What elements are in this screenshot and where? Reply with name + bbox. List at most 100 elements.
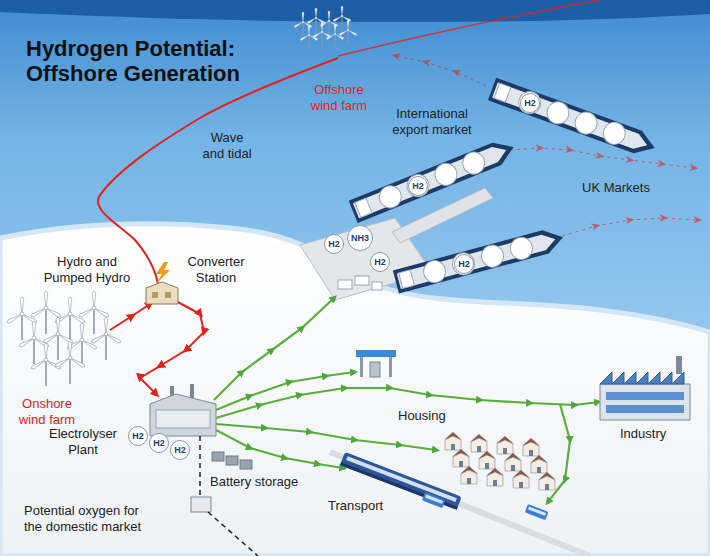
export-route [510,148,694,168]
lng-ship [479,243,506,270]
tank-node: H2 [128,426,148,446]
tank-label: H2 [132,432,144,441]
onshore-wind-farm [90,317,121,360]
housing-estate [530,455,548,473]
power-cable [110,304,150,330]
housing-estate [444,432,556,490]
lng-ship [349,136,518,223]
converter-station [152,292,158,298]
tank-node: H2 [324,234,344,254]
oxygen-line [191,497,211,512]
lng-ship [376,183,405,212]
battery-storage [212,452,224,461]
label-box: Hydro and Pumped Hydro [38,254,136,285]
oxygen-line [191,436,258,556]
tank-label: H2 [174,446,186,455]
lng-ship [508,235,535,262]
label-box: International export market [384,106,480,137]
callout-label: Converter Station [180,254,252,285]
port-quay [338,280,352,289]
offshore-wind-farm [294,6,358,51]
callout-label: Onshore wind farm [14,396,80,427]
fuel-station [356,350,396,377]
power-cable [140,300,204,394]
oxygen-line [199,436,201,497]
fuel-station [389,357,392,377]
housing-estate [522,438,540,456]
housing-estate [444,432,462,450]
export-route [562,218,698,236]
lng-ship [494,83,511,102]
fuel-station [356,350,396,357]
offshore-wind-farm [313,22,332,48]
label-box: UK Markets [582,180,650,196]
industry-building [606,392,684,400]
label-box: Transport [328,498,383,514]
lng-ship [459,149,488,178]
bus [422,492,446,508]
lng-ship [488,78,659,160]
hydrogen-pipeline [216,430,343,468]
housing-estate [538,472,556,490]
onshore-wind-farm [6,291,121,386]
train [346,456,457,502]
tank-node: NH3 [347,225,373,251]
callout-label: Battery storage [210,474,298,490]
tank-label: H2 [153,439,165,448]
lng-ship [349,136,518,223]
battery-storage [226,456,238,465]
lng-ship [450,250,477,277]
tank-label: NH3 [351,234,369,243]
converter-station [146,262,178,304]
battery-storage [212,452,252,469]
offshore-wind-farm [300,25,319,51]
tank-node: H2 [408,176,428,196]
housing-estate [486,468,504,486]
hydrogen-pipeline [216,372,354,410]
industry-building [600,372,684,384]
onshore-wind-farm [6,297,37,340]
label-box: Converter Station [180,254,252,285]
tank-label: H2 [458,260,470,269]
tank-node: H2 [520,93,540,113]
label-box: Housing [398,408,446,424]
lng-ship [421,258,448,285]
tank-label: H2 [412,182,424,191]
housing-estate [496,436,514,454]
label-box: Industry [620,426,666,442]
lng-ship [600,119,628,147]
converter-station [156,262,170,284]
port-quay [355,276,369,285]
title-box: Hydrogen Potential: Offshore Generation [26,36,276,87]
lng-ship [572,109,600,137]
bus [525,504,549,520]
lng-ship [432,160,461,189]
callout-label: Housing [398,408,446,424]
electrolyser-plant [150,394,216,436]
bus [425,495,443,504]
industry-building [600,356,690,420]
bus [525,504,549,520]
sea-band [0,0,710,22]
housing-estate [478,451,496,469]
industry-building [676,356,682,374]
tank-node: H2 [370,252,390,272]
callout-label: International export market [384,106,480,137]
hydrogen-pipeline [214,298,334,400]
electrolyser-plant [190,384,194,398]
title: Hydrogen Potential: Offshore Generation [26,36,276,87]
lng-ship [488,78,659,160]
power-cable [338,0,600,56]
offshore-wind-farm [294,12,313,38]
lng-ship [353,143,509,219]
tank-node: H2 [170,440,190,460]
lng-ship [397,232,558,289]
lng-ship [404,171,433,200]
export-route [396,56,486,86]
fuel-station [370,362,380,377]
lng-ship [399,270,415,289]
onshore-wind-farm [54,341,85,384]
